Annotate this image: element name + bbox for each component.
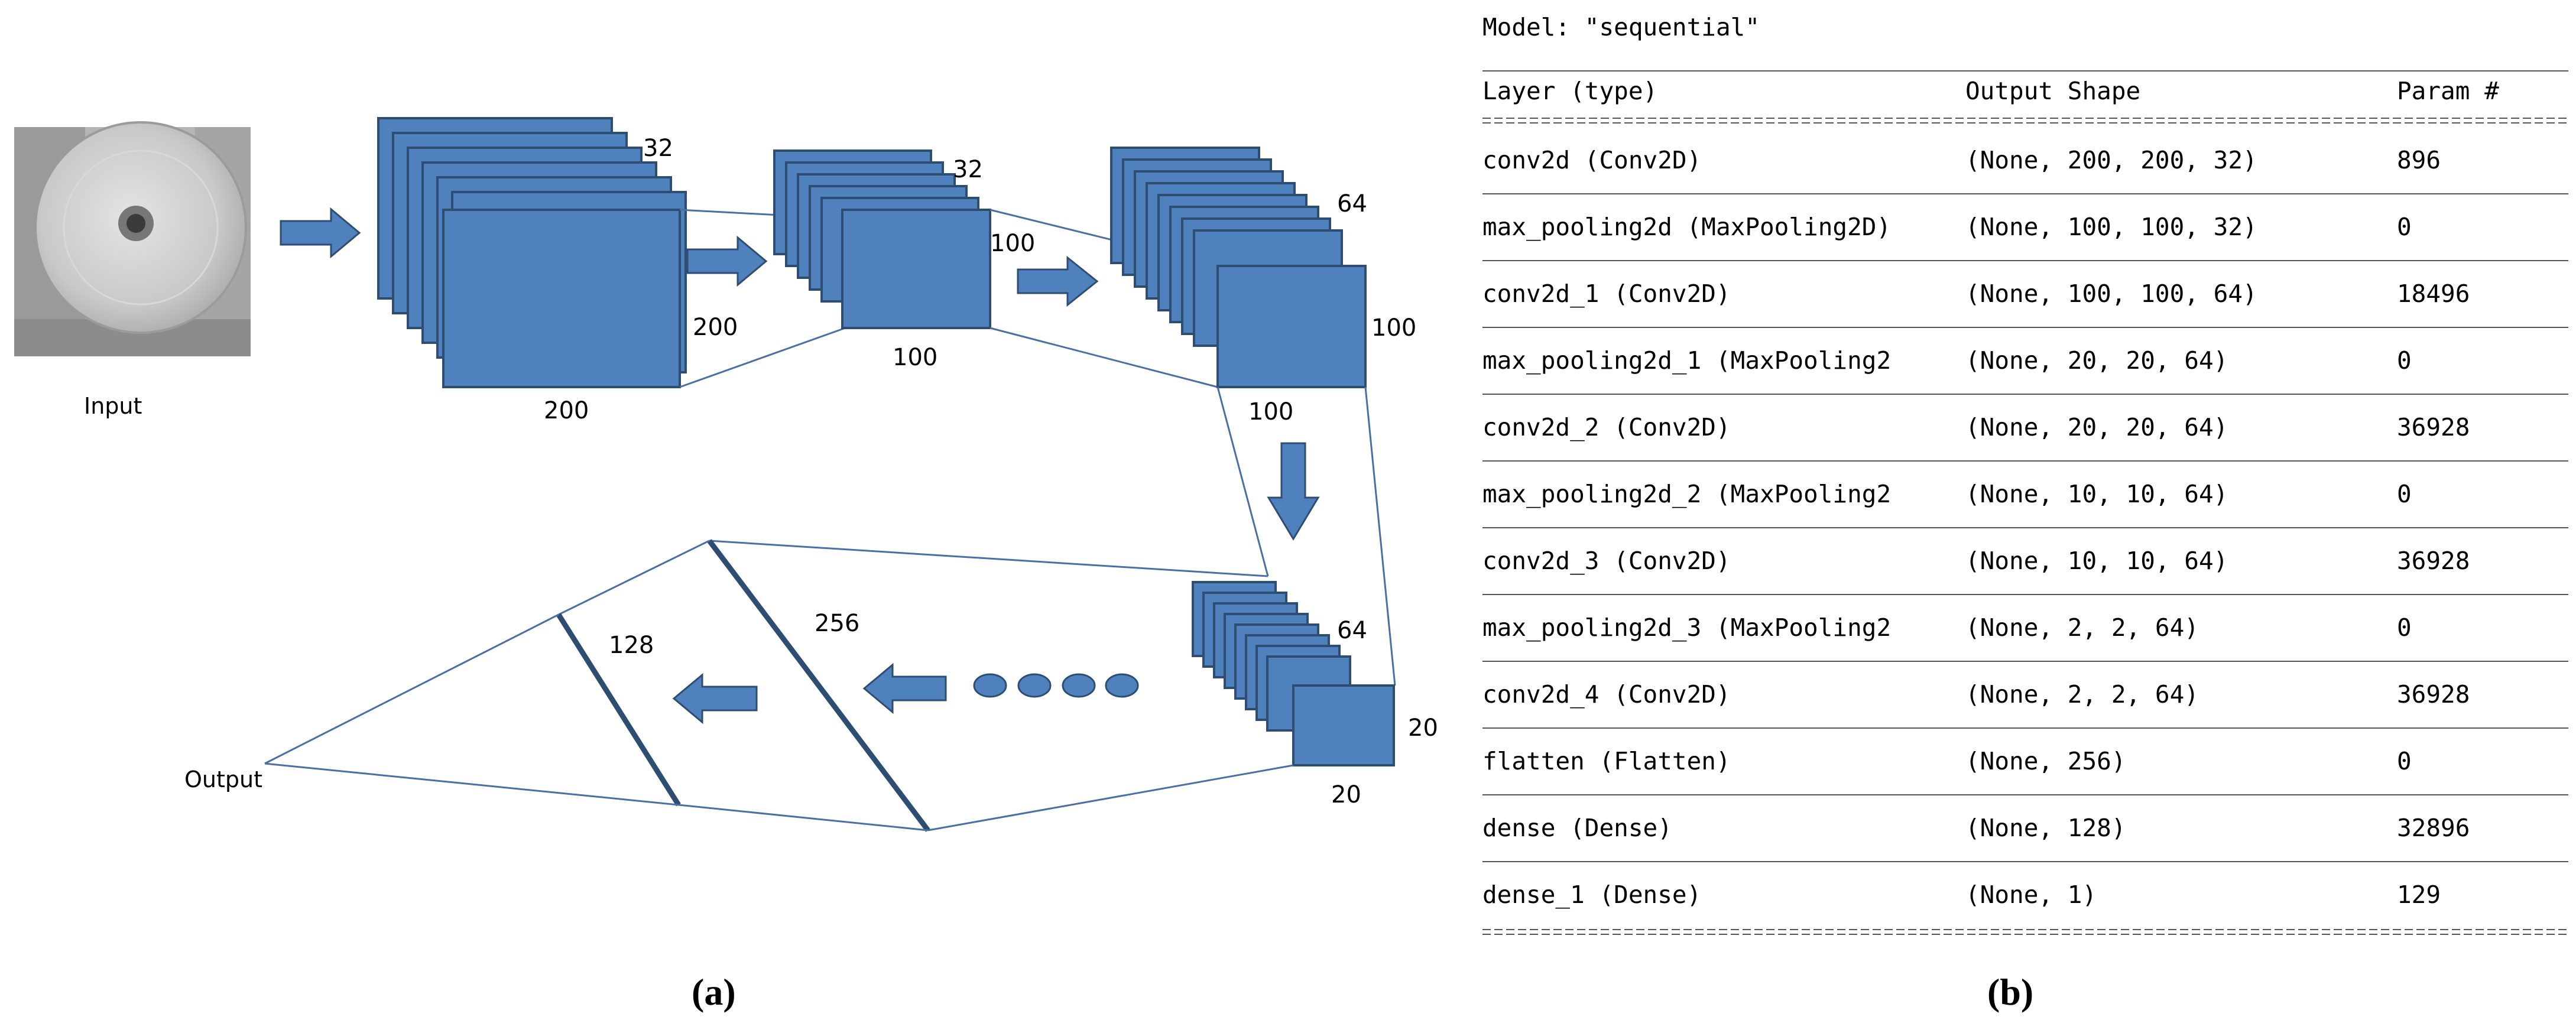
output-shape-cell: (None, 256) (1965, 747, 2126, 775)
param-count-cell: 36928 (2397, 413, 2470, 441)
stack3-depth-label: 64 (1337, 190, 1367, 217)
connector-lines-6 (264, 613, 679, 806)
dense-256-label: 256 (815, 610, 859, 637)
layer-name-cell: max_pooling2d_2 (MaxPooling2 (1482, 480, 1891, 508)
output-shape-cell: (None, 1) (1965, 881, 2097, 909)
arrow-right-icon (686, 235, 768, 287)
layer-name-cell: conv2d (Conv2D) (1482, 146, 1701, 174)
output-shape-cell: (None, 100, 100, 64) (1965, 280, 2257, 308)
output-shape-cell: (None, 200, 200, 32) (1965, 146, 2257, 174)
header-output-shape: Output Shape (1965, 77, 2140, 105)
param-count-cell: 0 (2397, 480, 2412, 508)
pool-stack-2 (773, 150, 991, 329)
arrow-right-icon (280, 207, 361, 259)
input-label: Input (84, 393, 142, 419)
stack4-height-label: 20 (1408, 714, 1438, 742)
input-image (14, 121, 251, 356)
stack3-height-label: 100 (1371, 314, 1416, 342)
layer-name-cell: max_pooling2d (MaxPooling2D) (1482, 213, 1891, 241)
output-shape-cell: (None, 128) (1965, 814, 2126, 842)
layer-name-cell: max_pooling2d_1 (MaxPooling2 (1482, 346, 1891, 375)
connector-lines-4 (709, 540, 1294, 831)
stack1-height-label: 200 (693, 314, 738, 341)
stack1-width-label: 200 (544, 397, 589, 424)
stack1-depth-label: 32 (643, 135, 673, 162)
param-count-cell: 0 (2397, 613, 2412, 642)
dense-128-label: 128 (609, 632, 654, 659)
panel-b-caption: (b) (1987, 971, 2033, 1013)
stack4-width-label: 20 (1331, 781, 1361, 808)
stack4-depth-label: 64 (1337, 617, 1367, 644)
stack2-depth-label: 32 (953, 156, 983, 183)
panel-a: Input 32 200 200 (14, 117, 1438, 1013)
param-count-cell: 0 (2397, 346, 2412, 375)
output-shape-cell: (None, 2, 2, 64) (1965, 613, 2199, 642)
layer-name-cell: conv2d_2 (Conv2D) (1482, 413, 1731, 441)
connector-lines-3 (1216, 386, 1396, 686)
summary-table: Layer (type) Output Shape Param # conv2d (C… (1482, 70, 2568, 935)
layer-name-cell: conv2d_3 (Conv2D) (1482, 547, 1731, 575)
output-shape-cell: (None, 20, 20, 64) (1965, 346, 2228, 375)
layer-name-cell: flatten (Flatten) (1482, 747, 1731, 775)
conv-stack-3 (1110, 147, 1367, 388)
output-shape-cell: (None, 2, 2, 64) (1965, 680, 2199, 709)
arrow-left-icon (672, 673, 758, 725)
output-shape-cell: (None, 20, 20, 64) (1965, 413, 2228, 441)
arrow-right-icon (1017, 255, 1099, 307)
stack2-height-label: 100 (990, 230, 1035, 257)
output-shape-cell: (None, 100, 100, 32) (1965, 213, 2257, 241)
param-count-cell: 36928 (2397, 680, 2470, 709)
output-shape-cell: (None, 10, 10, 64) (1965, 547, 2228, 575)
ellipsis-dots-icon (973, 673, 1139, 698)
conv-stack-4 (1192, 581, 1395, 766)
output-label: Output (184, 766, 262, 792)
dense-256-layer (707, 539, 930, 832)
layer-name-cell: conv2d_4 (Conv2D) (1482, 680, 1731, 709)
param-count-cell: 0 (2397, 213, 2412, 241)
param-count-cell: 18496 (2397, 280, 2470, 308)
header-layer: Layer (type) (1482, 77, 1657, 105)
param-count-cell: 32896 (2397, 814, 2470, 842)
layer-name-cell: conv2d_1 (Conv2D) (1482, 280, 1731, 308)
arrow-down-icon (1267, 442, 1320, 541)
model-title: Model: "sequential" (1482, 13, 1760, 41)
param-count-cell: 129 (2397, 881, 2441, 909)
dense-128-layer (556, 613, 681, 807)
param-count-cell: 896 (2397, 146, 2441, 174)
layer-name-cell: dense_1 (Dense) (1482, 881, 1701, 909)
connector-lines-5 (558, 540, 929, 831)
arrow-left-icon (862, 662, 947, 714)
stack3-width-label: 100 (1248, 398, 1293, 425)
conv-stack-1 (377, 117, 687, 388)
panel-a-caption: (a) (692, 971, 736, 1013)
param-count-cell: 36928 (2397, 547, 2470, 575)
layer-name-cell: dense (Dense) (1482, 814, 1672, 842)
param-count-cell: 0 (2397, 747, 2412, 775)
panel-b-model-summary: Model: "sequential" Layer (type) Output S… (1482, 13, 2568, 1013)
layer-name-cell: max_pooling2d_3 (MaxPooling2 (1482, 613, 1891, 642)
stack2-width-label: 100 (893, 344, 937, 371)
output-shape-cell: (None, 10, 10, 64) (1965, 480, 2228, 508)
header-param-count: Param # (2397, 77, 2499, 105)
